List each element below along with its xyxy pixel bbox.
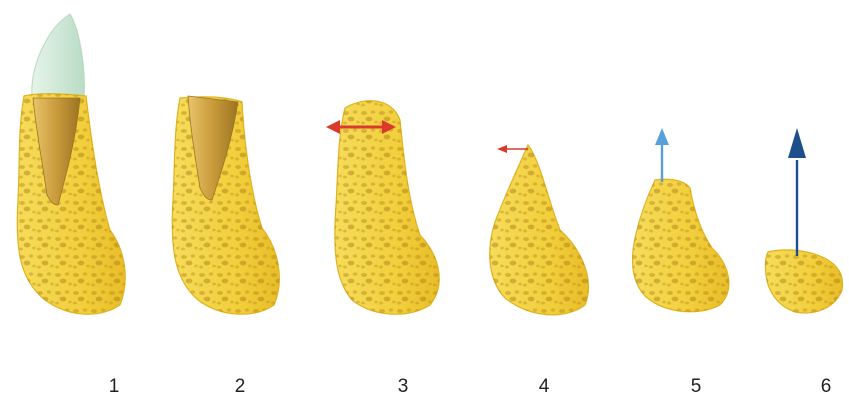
bone-porosity xyxy=(632,179,728,311)
vertical-loss-arrow xyxy=(788,128,806,256)
bone-porosity xyxy=(490,145,589,315)
stage-3-label: 3 xyxy=(398,376,409,397)
stage-5-label: 5 xyxy=(691,376,702,397)
stage-5 xyxy=(632,128,728,312)
stage-1 xyxy=(17,14,125,314)
stage-6-label: 6 xyxy=(821,376,832,397)
crown-enamel xyxy=(32,14,85,98)
bone-porosity xyxy=(765,250,842,313)
vertical-loss-arrow xyxy=(655,128,669,182)
stage-4-label: 4 xyxy=(539,376,550,397)
stage-2-label: 2 xyxy=(235,376,246,397)
stage-6 xyxy=(765,128,842,313)
horizontal-loss-arrow xyxy=(497,145,528,153)
stage-4 xyxy=(490,145,589,315)
stage-2 xyxy=(172,96,279,314)
stage-1-label: 1 xyxy=(109,376,120,397)
bone-porosity xyxy=(335,101,439,314)
stage-3 xyxy=(326,101,439,314)
